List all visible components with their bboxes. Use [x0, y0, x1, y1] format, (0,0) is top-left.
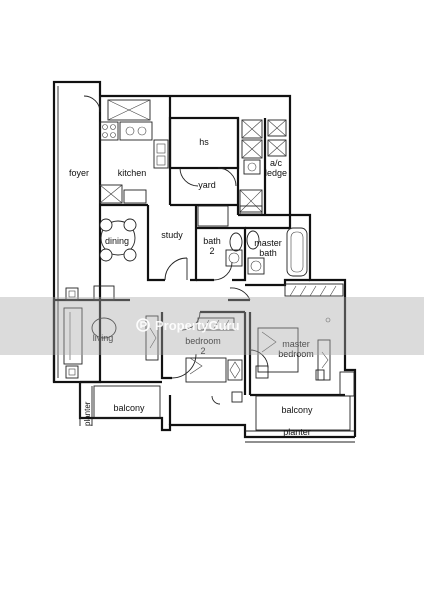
top-wall [100, 94, 292, 215]
bedroom2-entry-door [181, 311, 201, 331]
room-label-hs: hs [199, 137, 209, 147]
room-label-foyer: foyer [68, 168, 90, 178]
utility-fixtures [239, 119, 287, 215]
room-label-kitchen: kitchen [117, 168, 147, 178]
kitchen-counter-top [119, 121, 153, 141]
balcony-left-outline [93, 385, 161, 419]
bath2-door [213, 261, 233, 281]
room-label-dining: dining [104, 236, 130, 246]
room-label-yard: yard [198, 180, 216, 190]
room-label-study: study [161, 230, 183, 240]
dryer-icon [241, 139, 263, 159]
living-side-table-icon [65, 365, 79, 379]
bedroom2-left-wall [160, 312, 172, 380]
sofa-icon [63, 307, 83, 365]
yard-shower-icon [239, 189, 263, 213]
utility-sink-icon [243, 159, 261, 175]
masterbath-top-wall [245, 215, 292, 230]
bathtub-icon [286, 227, 308, 277]
masterbed-wardrobe-icon [284, 283, 344, 297]
masterbath-bottom-wall [245, 278, 310, 287]
yard-door [217, 167, 237, 187]
masterbath-toilet-icon [246, 230, 260, 250]
bath2-wall [196, 226, 247, 282]
bedroom2-bed-icon [185, 357, 227, 383]
yard-shelf-icon [239, 205, 263, 215]
masterbed-bed-icon [257, 327, 299, 373]
study-door [164, 257, 188, 281]
kitchen-cabinet-top [107, 99, 151, 121]
room-label-master-bath: master bath [254, 238, 282, 258]
watermark-text: PropertyGuru [155, 318, 240, 333]
living-armchair-icon-2 [93, 285, 115, 301]
kitchen-counter-bottom [123, 189, 147, 204]
masterbath-basin-icon [247, 257, 265, 275]
bath2-fixtures [197, 205, 243, 267]
right-wall [290, 213, 357, 437]
living-fixtures [63, 285, 159, 379]
exterior-walls [52, 80, 357, 439]
corridor-door [229, 287, 251, 301]
room-label-planter-bottom: planter [283, 427, 311, 437]
ac-unit-icon-2 [267, 139, 287, 157]
living-armchair-icon-1 [65, 287, 79, 301]
watermark-band [0, 297, 424, 355]
room-label-master-bedroom: master bedroom [278, 339, 314, 359]
ac-unit-icon-1 [267, 119, 287, 137]
fridge-icon [99, 184, 123, 204]
hs-door [179, 167, 199, 187]
wardrobes [197, 283, 344, 331]
bedroom2-nightstand-icon [227, 359, 243, 381]
study-left-wall [146, 205, 165, 282]
room-label-bedroom2: bedroom 2 [185, 336, 221, 356]
study-right-wall [190, 205, 198, 282]
room-label-balcony-right: balcony [281, 405, 313, 415]
bedroom2-fixtures [185, 357, 243, 405]
bath2-toilet-icon [229, 232, 243, 252]
tv-console-icon [145, 315, 159, 361]
bath2-basin-icon [225, 249, 243, 267]
bedroom2-window-swing [211, 395, 221, 405]
foyer-door [83, 95, 101, 113]
washer-icon [241, 119, 263, 139]
room-label-ac-ledge: a/c ledge [264, 158, 288, 178]
kitchen-fixtures [99, 99, 169, 204]
room-label-planter-left: planter [83, 401, 92, 426]
masterbed-nightstand-icon [255, 365, 269, 379]
living-left-wall [52, 298, 100, 382]
balcony-outlines [93, 371, 355, 431]
room-label-bath2: bath 2 [203, 236, 221, 256]
foyer-strip-wall [52, 80, 102, 384]
masterbed-light-icon [325, 317, 331, 323]
masterbath-fixtures [246, 227, 308, 277]
bath2-shower-icon [197, 205, 229, 227]
coffee-table-icon [91, 317, 117, 339]
bedroom2-ac-icon [231, 391, 243, 403]
hob-icon [99, 121, 119, 141]
sink-icon [153, 139, 169, 169]
interior-walls [79, 96, 355, 443]
bedroom2-wardrobe-icon [197, 317, 235, 331]
balcony-right-outline [255, 395, 351, 431]
masterbed-ac-icon [315, 369, 325, 381]
room-label-living: living [92, 333, 114, 343]
masterbed-fixtures [255, 317, 331, 381]
balcony-right-ac-icon [339, 371, 355, 397]
room-label-balcony-left: balcony [113, 403, 145, 413]
dining-set-icon [99, 218, 137, 262]
propertyguru-logo-icon [136, 318, 150, 332]
